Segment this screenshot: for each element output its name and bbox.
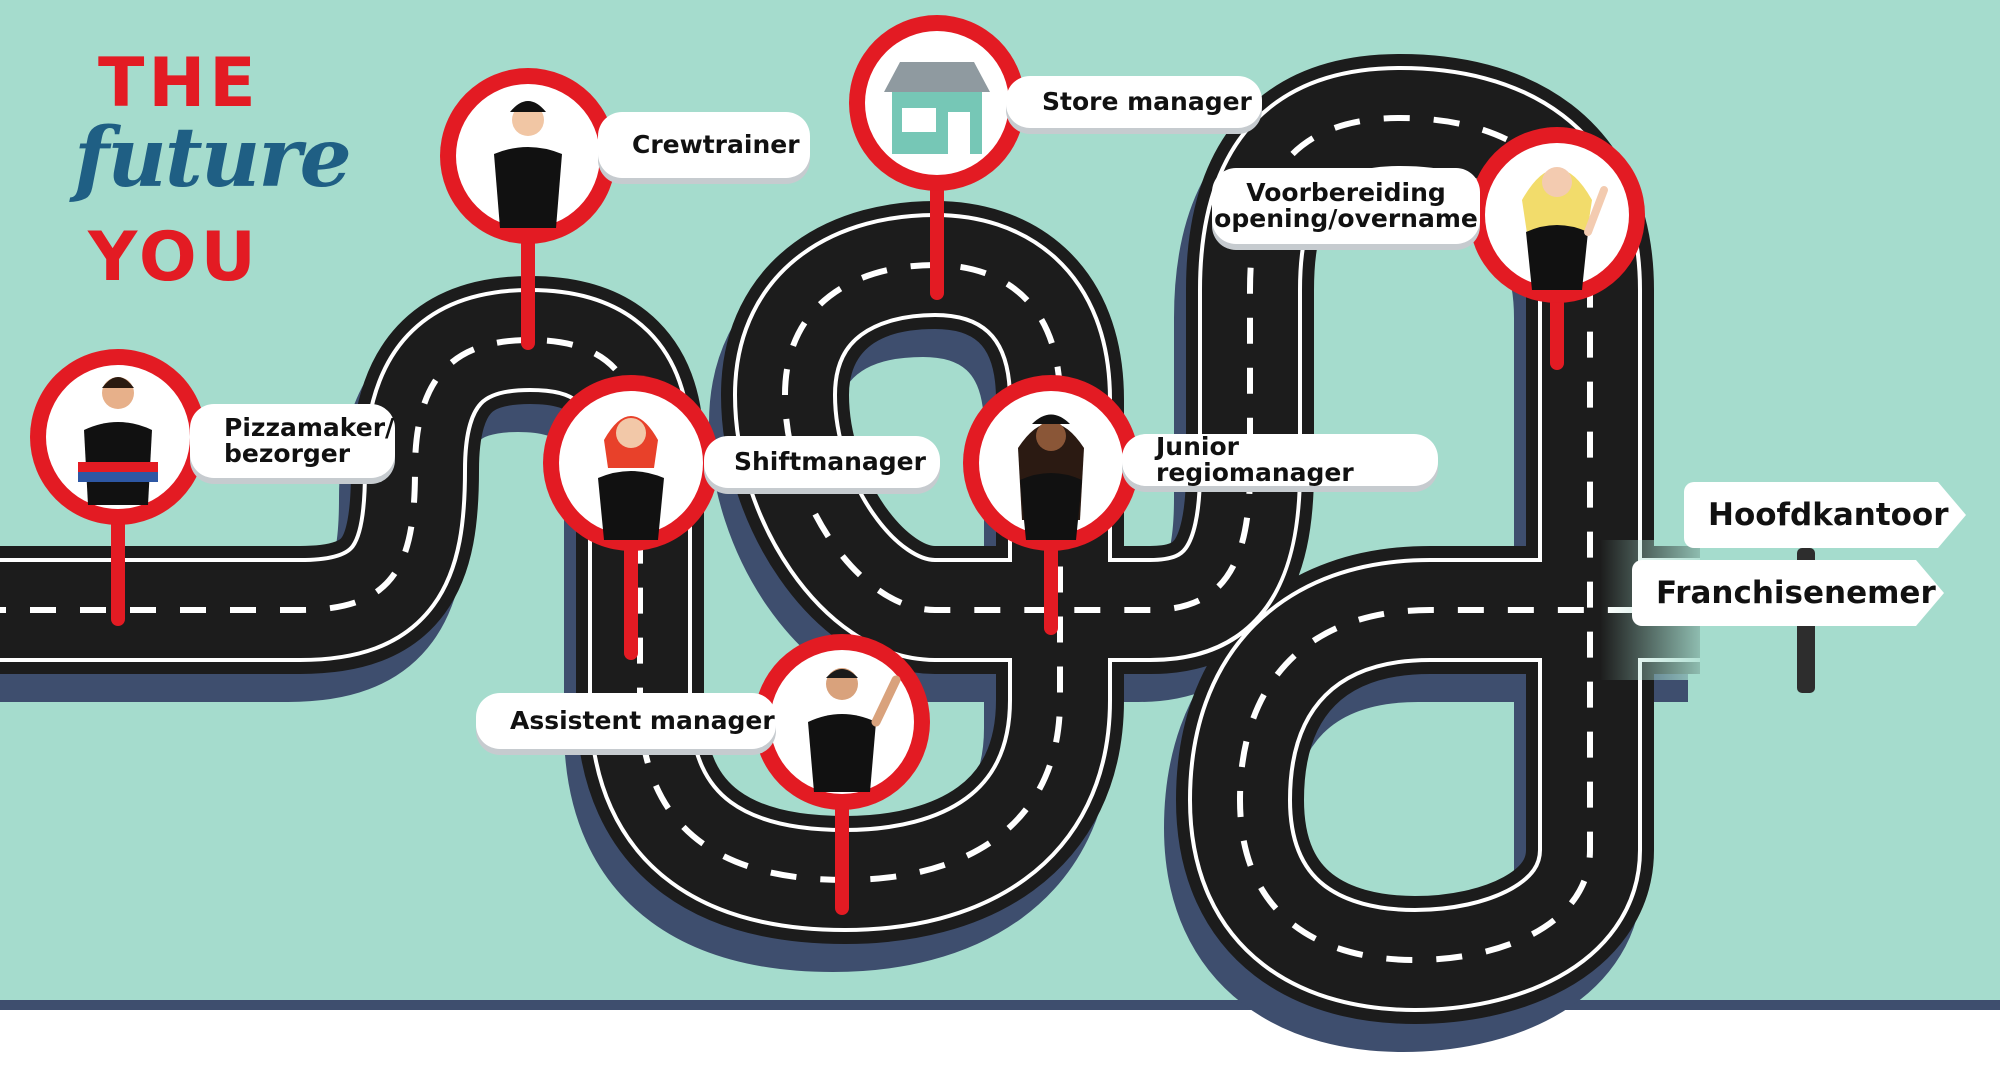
franchise-preparation-person-icon: [1522, 167, 1608, 290]
label-assistent-text: Assistent manager: [510, 705, 775, 735]
ground-stripe: [0, 1000, 2000, 1010]
label-pizzamaker-line2: bezorger: [224, 439, 351, 468]
assistant-manager-person-icon: [808, 668, 901, 792]
pin-crewtrainer: [440, 68, 616, 244]
shift-manager-person-icon: [598, 416, 664, 540]
label-crewtrainer: Crewtrainer: [598, 112, 810, 178]
label-pizzamaker: Pizzamaker/ bezorger: [190, 404, 395, 478]
label-shiftmanager-text: Shiftmanager: [734, 446, 926, 476]
label-assistent: Assistent manager: [476, 693, 776, 749]
pin-stems: [111, 160, 1564, 915]
label-junior-text: Junior regiomanager: [1156, 431, 1354, 487]
pin-shiftmanager: [543, 375, 719, 551]
label-crewtrainer-text: Crewtrainer: [632, 129, 800, 159]
logo-future: future: [74, 110, 352, 206]
pin-store: [849, 15, 1025, 191]
label-store: Store manager: [1006, 76, 1262, 128]
label-pizzamaker-line1: Pizzamaker/: [224, 412, 395, 442]
pin-junior: [963, 375, 1139, 551]
label-voorbereiding: Voorbereiding opening/overname: [1212, 168, 1480, 244]
crew-trainer-person-icon: [494, 101, 562, 228]
label-shiftmanager: Shiftmanager: [704, 436, 940, 488]
logo-the: THE: [98, 44, 260, 123]
pin-assistent: [754, 634, 930, 810]
junior-regional-manager-person-icon: [1018, 414, 1084, 540]
label-store-text: Store manager: [1042, 86, 1252, 116]
sign-hoofdkantoor: Hoofdkantoor: [1684, 482, 1966, 548]
label-voorbereiding-line1: Voorbereiding: [1246, 177, 1446, 207]
logo-you: YOU: [88, 218, 260, 297]
sign-franchisenemer-text: Franchisenemer: [1656, 575, 1936, 611]
label-junior: Junior regiomanager: [1122, 431, 1438, 487]
pizza-delivery-person-icon: [78, 377, 158, 505]
sign-franchisenemer: Franchisenemer: [1632, 560, 1944, 626]
pin-pizzamaker: [30, 349, 206, 525]
label-voorbereiding-line2: opening/overname: [1214, 204, 1478, 233]
sign-hoofdkantoor-text: Hoofdkantoor: [1708, 497, 1949, 533]
pin-voorbereiding: [1469, 127, 1645, 303]
store-building-icon: [884, 62, 990, 154]
